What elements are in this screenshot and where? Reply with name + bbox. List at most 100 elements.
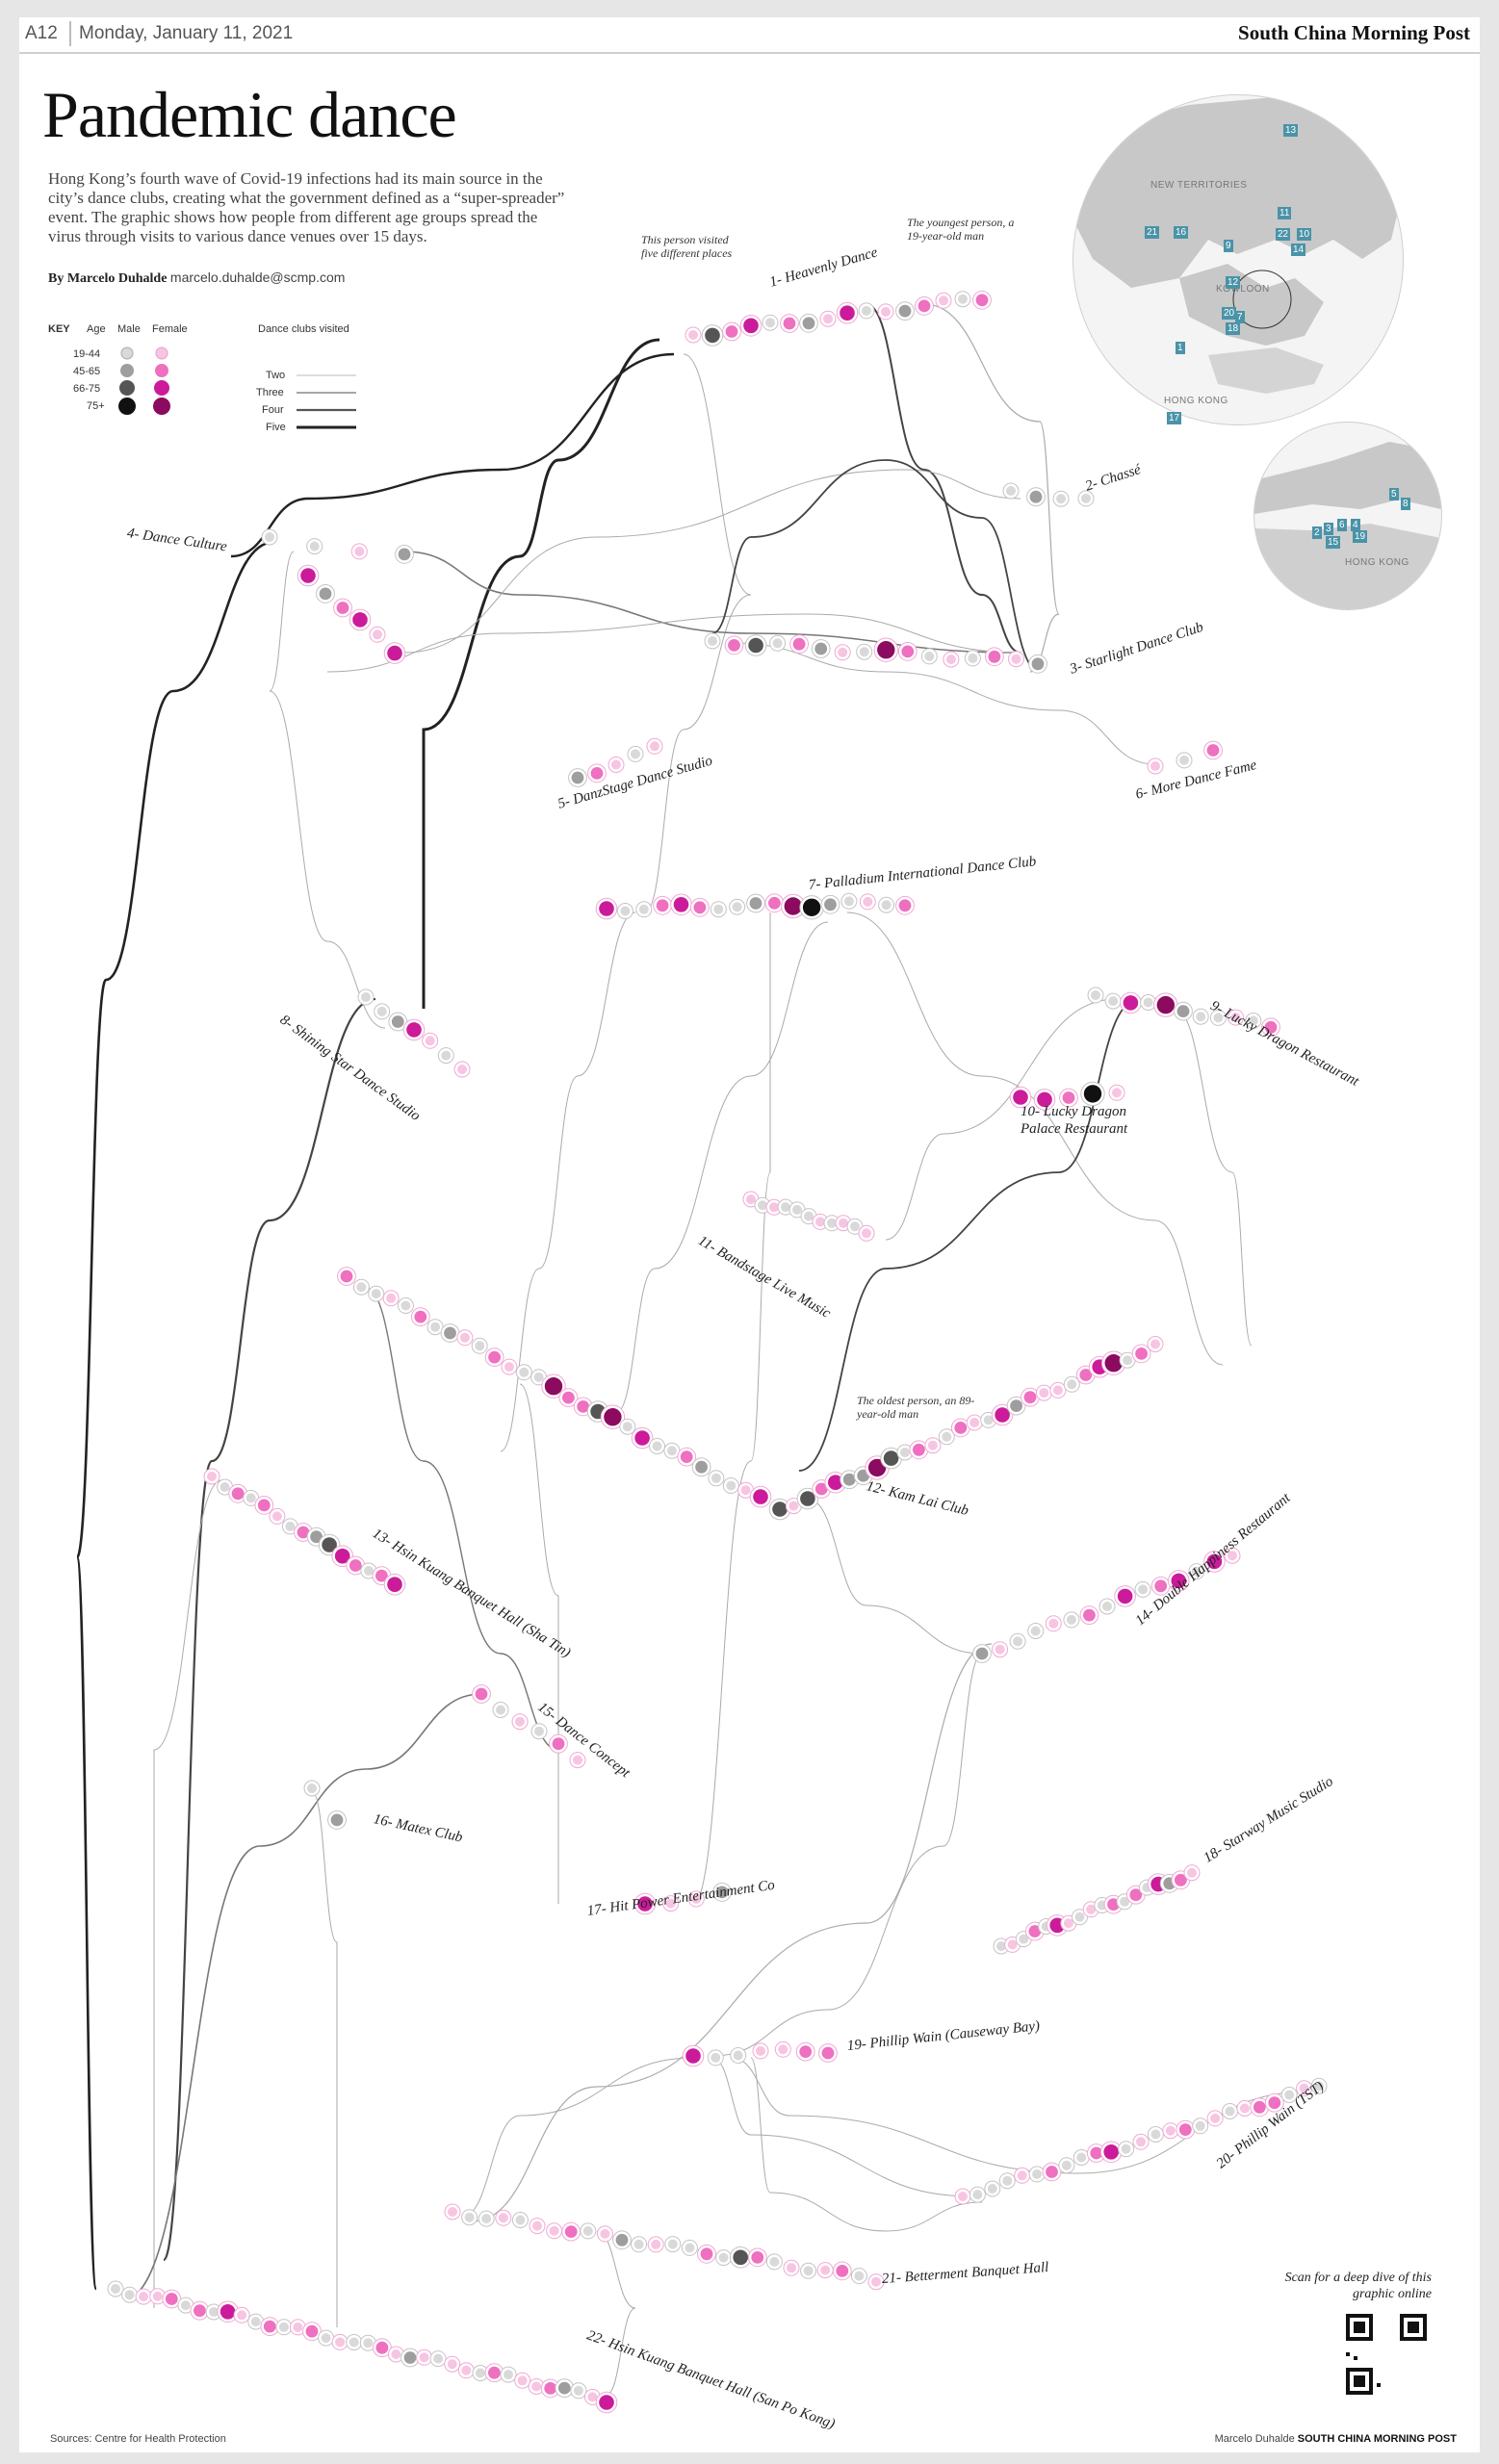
case-dot-female <box>637 1896 653 1912</box>
case-dot-female <box>820 2265 831 2275</box>
case-dot-female <box>995 1407 1010 1423</box>
case-dot-male <box>1031 657 1045 671</box>
case-dot-female <box>504 1362 514 1373</box>
case-dot-male <box>983 1415 994 1425</box>
case-dot-male <box>800 1491 815 1506</box>
case-dot-male <box>246 1493 256 1503</box>
case-dot-female <box>599 901 614 916</box>
case-dot-male <box>814 642 828 655</box>
case-dot-male <box>111 2284 120 2294</box>
case-dot-male <box>968 653 978 663</box>
case-dot-female <box>877 641 895 659</box>
legend-male-66-75 <box>119 380 135 396</box>
map-pin-1: 1 <box>1176 342 1185 354</box>
case-dot-male <box>772 1502 788 1517</box>
case-dot-male <box>571 771 584 784</box>
case-dot-female <box>532 2220 542 2231</box>
case-dot-male <box>769 2256 780 2267</box>
legend-heading: KEY <box>48 323 70 335</box>
byline-author: By Marcelo Duhalde <box>48 271 168 286</box>
case-dot-male <box>1010 1399 1022 1412</box>
case-dot-female <box>1206 1553 1223 1570</box>
case-dot-male <box>519 1367 530 1377</box>
qr-code[interactable] <box>1346 2314 1427 2395</box>
case-dot-female <box>590 767 604 780</box>
case-dot-male <box>842 1473 856 1486</box>
map-pin-17: 17 <box>1167 412 1182 424</box>
case-dot-male <box>403 2351 417 2364</box>
case-dot-female <box>373 629 382 640</box>
case-dot-female <box>839 1218 848 1228</box>
case-dot-female <box>913 1443 925 1456</box>
transmission-link <box>885 998 1118 1241</box>
case-dot-male <box>1074 1912 1085 1922</box>
legend-clubs-four: Four <box>262 404 284 416</box>
case-dot-female <box>917 299 931 313</box>
case-dot-male <box>1225 2106 1235 2117</box>
map-pin-18: 18 <box>1226 322 1241 335</box>
case-dot-male <box>265 532 274 542</box>
case-dot-female <box>1037 1091 1052 1108</box>
map-pin-16: 16 <box>1174 226 1189 239</box>
case-dot-male <box>987 2184 997 2194</box>
case-dot-male <box>278 2322 289 2332</box>
case-dot-male <box>667 2239 678 2249</box>
case-dot-female <box>862 1228 871 1239</box>
case-dot-female <box>746 1194 756 1204</box>
case-dot-female <box>988 650 1001 663</box>
case-dot-male <box>309 541 320 552</box>
case-dot-female <box>1135 1348 1148 1360</box>
case-dot-male <box>615 2233 629 2246</box>
case-dot-male <box>1029 490 1043 503</box>
map-pin-13: 13 <box>1283 124 1299 137</box>
case-dot-male <box>850 1221 860 1232</box>
qr-module <box>1346 2352 1350 2356</box>
case-dot-female <box>1103 2144 1119 2160</box>
transmission-link <box>500 911 636 1452</box>
case-dot-female <box>1117 1588 1133 1604</box>
case-dot-male <box>363 1566 374 1576</box>
case-dot-male <box>1143 997 1153 1008</box>
case-dot-female <box>1123 995 1139 1011</box>
case-dot-male <box>996 1941 1006 1951</box>
case-dot-female <box>336 602 349 614</box>
case-dot-female <box>651 2239 661 2249</box>
case-dot-female <box>488 1350 501 1364</box>
legend-clubs-two: Two <box>266 370 286 381</box>
case-dot-female <box>1023 1391 1037 1404</box>
case-dot-female <box>165 2293 178 2305</box>
sources: Sources: Centre for Health Protection <box>50 2433 226 2445</box>
transmission-link <box>162 997 376 2262</box>
transmission-link <box>923 303 1060 673</box>
case-dot-female <box>756 2045 765 2056</box>
inset-pin-8: 8 <box>1401 498 1410 510</box>
case-dot-female <box>263 2320 276 2333</box>
legend-age-19-44: 19-44 <box>73 348 101 360</box>
case-dot-male <box>557 2381 571 2395</box>
map-pin-21: 21 <box>1145 226 1160 239</box>
inset-map-label: HONG KONG <box>1345 557 1409 568</box>
case-dot-male <box>1121 2143 1131 2154</box>
case-dot-male <box>322 1537 337 1553</box>
transmission-link <box>846 911 1224 1366</box>
case-dot-female <box>515 1716 525 1727</box>
case-dot-male <box>1284 2090 1295 2100</box>
case-dot-female <box>1206 744 1220 757</box>
case-dot-female <box>1013 1090 1028 1105</box>
case-dot-female <box>531 2381 542 2392</box>
case-dot-female <box>552 1737 565 1751</box>
case-dot-female <box>1046 2166 1058 2178</box>
case-dot-female <box>939 295 948 306</box>
inset-pin-4: 4 <box>1351 519 1360 531</box>
case-dot-female <box>1264 1020 1278 1034</box>
case-dot-male <box>827 1218 837 1228</box>
qr-finder <box>1354 2322 1365 2333</box>
case-dot-female <box>1129 1888 1143 1902</box>
legend-age-45-65: 45-65 <box>73 366 101 377</box>
legend-female-label: Female <box>152 323 188 335</box>
case-dot-female <box>194 2304 206 2318</box>
case-dot-male <box>401 1300 411 1311</box>
case-dot-female <box>1007 1939 1018 1950</box>
case-dot-female <box>740 1485 751 1496</box>
case-dot-female <box>387 645 402 661</box>
